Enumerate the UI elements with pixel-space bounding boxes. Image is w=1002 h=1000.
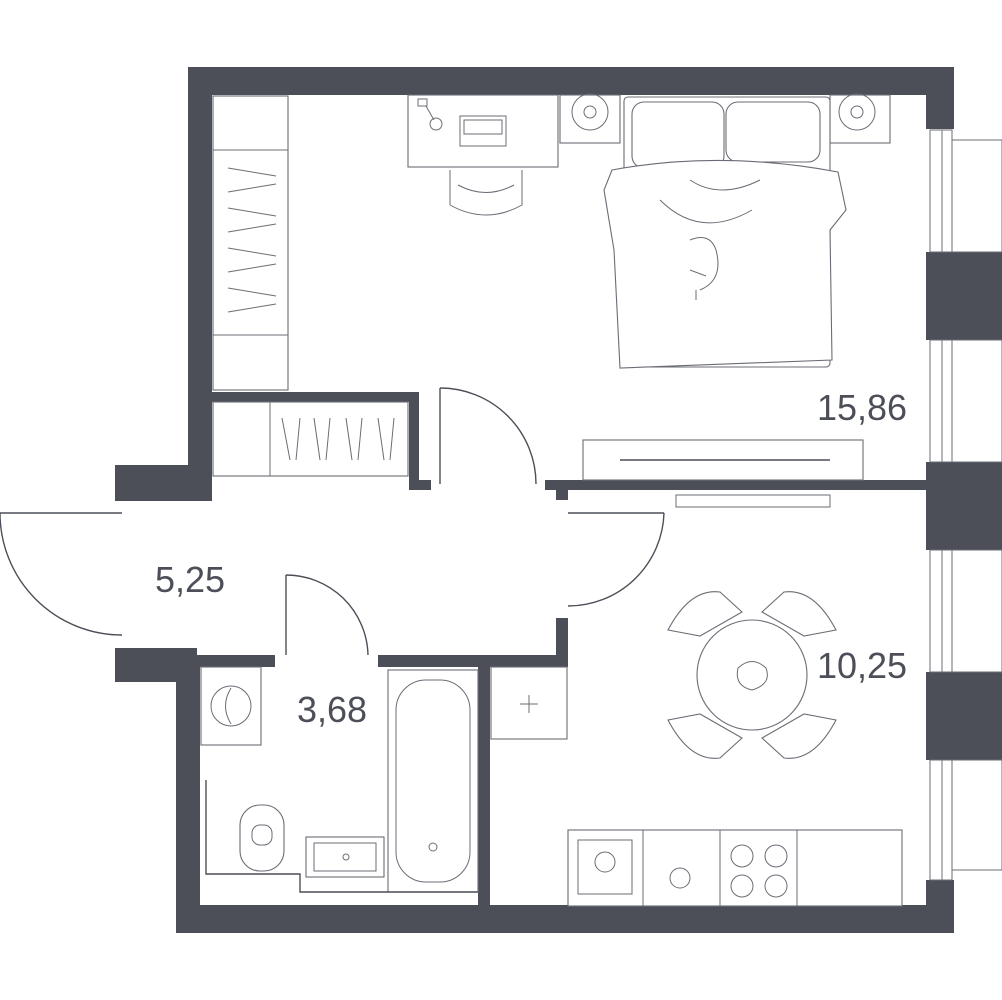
windows: [929, 129, 1002, 881]
dining-chairs: [667, 591, 837, 759]
sink: [305, 836, 385, 878]
tv-stand: [582, 439, 864, 508]
bathroom-door: [285, 574, 369, 656]
fridge-cabinet: [490, 666, 568, 740]
area-label-bathroom: 3,68: [297, 689, 367, 730]
dining-table: [696, 619, 808, 731]
entrance-door: [0, 512, 123, 636]
bedroom-door: [439, 387, 537, 485]
wardrobe: [212, 95, 289, 391]
washing-machine: [200, 666, 262, 746]
nightstand-right: [829, 93, 891, 144]
closet: [212, 401, 409, 477]
area-label-kitchen: 10,25: [817, 645, 907, 686]
kitchen-counter: [567, 829, 903, 907]
bathtub: [387, 669, 479, 893]
kitchen-door: [567, 512, 665, 607]
area-label-hallway: 5,25: [155, 559, 225, 600]
nightstand-left: [559, 93, 621, 144]
bathroom-inner-wall: [205, 780, 478, 893]
area-label-bedroom: 15,86: [817, 387, 907, 428]
walls: [115, 67, 1002, 933]
toilet: [239, 804, 285, 872]
bed: [603, 96, 847, 369]
desk: [407, 94, 559, 216]
